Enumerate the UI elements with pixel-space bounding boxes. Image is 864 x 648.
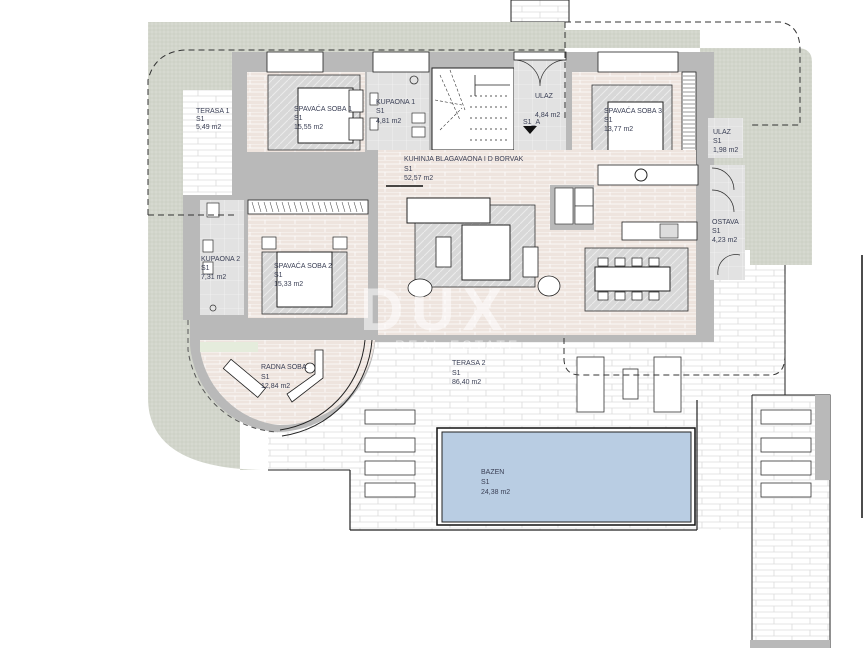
section-marker-arrow [523,126,537,134]
desk [286,349,324,403]
svg-text:15,55 m2: 15,55 m2 [294,124,323,131]
roof-overhang-outline [147,21,801,376]
svg-text:4,84 m2: 4,84 m2 [535,112,560,119]
svg-text:RADNA SOBA: RADNA SOBA [261,364,307,371]
room-label-ulaz-side: ULAZ S1 1,98 m2 [713,129,738,154]
daybed [222,358,267,398]
dining-table [594,266,671,292]
svg-text:KUPAONA 1: KUPAONA 1 [376,99,415,106]
svg-text:S1: S1 [713,138,722,145]
svg-text:SPAVAĆA SOBA 3: SPAVAĆA SOBA 3 [604,106,662,115]
armchair [537,275,561,297]
room-label-kupaona-2: KUPAONA 2 S1 7,31 m2 [201,256,240,281]
window [266,51,324,73]
svg-text:4,23 m2: 4,23 m2 [712,237,737,244]
svg-text:52,57 m2: 52,57 m2 [404,175,433,182]
sun-loungers [364,356,812,498]
svg-text:OSTAVA: OSTAVA [712,219,739,226]
watermark-tagline: REAL ESTATE [395,337,520,353]
svg-text:TERASA 2: TERASA 2 [452,360,486,367]
kitchen-counter [597,164,699,186]
svg-text:15,33 m2: 15,33 m2 [274,281,303,288]
svg-text:7,31 m2: 7,31 m2 [201,274,226,281]
room-label-bazen: BAZEN S1 24,38 m2 [481,469,510,496]
svg-text:S1: S1 [196,116,205,123]
double-door [513,59,567,87]
entrance-floor [514,58,566,150]
office-chair [304,362,316,374]
bed [276,251,333,308]
svg-text:12,84 m2: 12,84 m2 [261,383,290,390]
bed [297,87,354,144]
terasa-1-floor [183,90,235,215]
svg-text:S1: S1 [201,265,210,272]
wardrobe [247,199,369,215]
room-label-spavaca-soba-1: SPAVAĆA SOBA 1 S1 15,55 m2 [294,104,352,131]
svg-text:KUHINJA BLAGAVAONA I D BORVAK: KUHINJA BLAGAVAONA I D BORVAK [404,156,524,163]
sectional-sofa [406,197,511,281]
study-room [187,320,375,437]
sink-icon [634,168,648,182]
svg-text:24,38 m2: 24,38 m2 [481,489,510,496]
svg-text:S1: S1 [604,117,613,124]
armchair [407,278,433,298]
svg-text:KUPAONA 2: KUPAONA 2 [201,256,240,263]
svg-text:S1: S1 [452,370,461,377]
room-label-ulaz-main: ULAZ 4,84 m2 [535,93,560,119]
bed [607,101,664,158]
svg-text:ULAZ: ULAZ [713,129,732,136]
svg-text:S1: S1 [481,479,490,486]
room-label-spavaca-soba-2: SPAVAĆA SOBA 2 S1 15,33 m2 [274,261,332,288]
dining-chairs [597,257,660,301]
svg-text:S1: S1 [261,374,270,381]
room-label-kupaona-1: KUPAONA 1 S1 4,81 m2 [376,99,415,125]
side-table [522,246,539,278]
svg-text:S1: S1 [294,115,303,122]
staircase [431,67,515,151]
svg-text:TERASA 1: TERASA 1 [196,108,230,115]
svg-text:BAZEN: BAZEN [481,469,504,476]
svg-text:5,49 m2: 5,49 m2 [196,124,221,131]
watermark-brand: DUX [360,276,511,343]
kitchen-island [621,221,698,241]
svg-text:S1: S1 [274,272,283,279]
room-label-terasa-2: TERASA 2 S1 86,40 m2 [452,360,486,386]
pantry-floor [710,165,745,280]
svg-text:13,77 m2: 13,77 m2 [604,126,633,133]
svg-text:1,98 m2: 1,98 m2 [713,147,738,154]
svg-text:S1: S1 [404,166,413,173]
bathroom-2-floor [200,200,244,315]
room-label-kuhinja: KUHINJA BLAGAVAONA I D BORVAK S1 52,57 m… [404,156,524,182]
room-label-terasa-1: TERASA 1 S1 5,49 m2 [196,108,230,131]
svg-text:S1: S1 [376,108,385,115]
pool [441,431,692,523]
side-entrance-floor [708,118,743,158]
svg-text:SPAVAĆA SOBA 1: SPAVAĆA SOBA 1 [294,104,352,113]
room-label-ostava: OSTAVA S1 4,23 m2 [712,219,739,244]
entry-path [510,0,570,23]
coffee-table [435,236,452,268]
shower-icon [409,75,419,85]
svg-text:ULAZ: ULAZ [535,93,554,100]
cooktop-icon [659,223,679,239]
room-label-spavaca-soba-3: SPAVAĆA SOBA 3 S1 13,77 m2 [604,106,662,133]
svg-text:S1: S1 [712,228,721,235]
svg-text:86,40 m2: 86,40 m2 [452,379,481,386]
toilet-icon [206,202,220,218]
room-label-radna-soba: RADNA SOBA S1 12,84 m2 [261,364,307,390]
svg-text:4,81 m2: 4,81 m2 [376,118,401,125]
section-marker-label: S1_A [523,119,540,126]
svg-text:SPAVAĆA SOBA 2: SPAVAĆA SOBA 2 [274,261,332,270]
